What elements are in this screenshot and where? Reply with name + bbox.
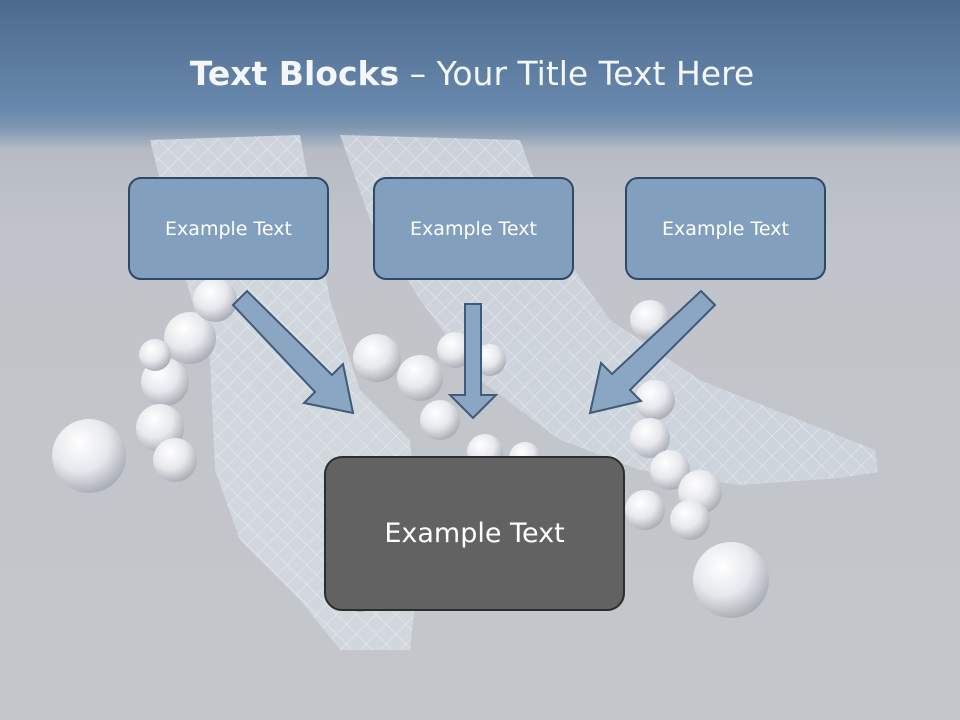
title-bold: Text Blocks — [189, 54, 400, 93]
arrow-center — [447, 303, 499, 420]
arrow-right — [588, 289, 717, 415]
title-rest: Your Title Text Here — [436, 54, 755, 93]
title-dash: – — [399, 54, 437, 93]
text-block-2[interactable]: Example Text — [373, 177, 574, 280]
slide-title: Text Blocks – Your Title Text Here — [0, 54, 944, 93]
main-text-block-label: Example Text — [384, 518, 565, 549]
main-text-block[interactable]: Example Text — [324, 456, 625, 611]
text-block-3-label: Example Text — [662, 217, 789, 240]
text-block-3[interactable]: Example Text — [625, 177, 826, 280]
text-block-2-label: Example Text — [410, 217, 537, 240]
arrow-left — [231, 289, 355, 415]
pearls — [52, 278, 769, 618]
text-block-1[interactable]: Example Text — [128, 177, 329, 280]
text-block-1-label: Example Text — [165, 217, 292, 240]
